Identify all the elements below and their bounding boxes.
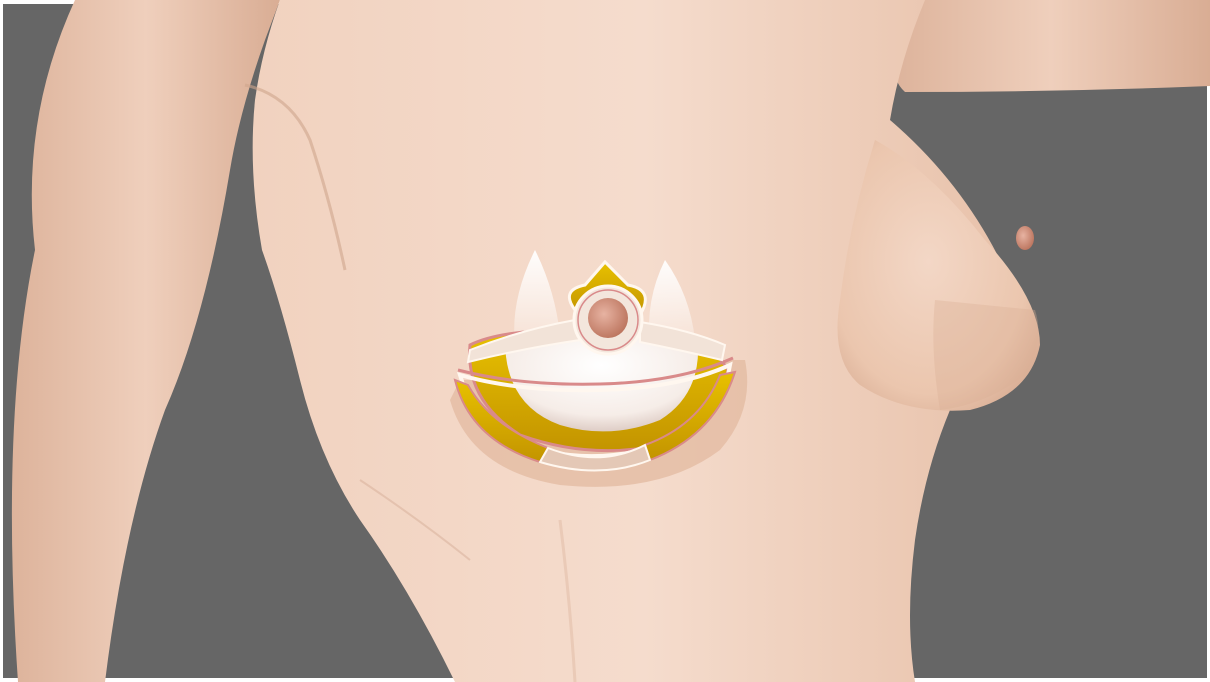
left-nipple — [588, 298, 628, 338]
right-nipple — [1016, 226, 1034, 250]
raised-arm — [893, 0, 1210, 92]
